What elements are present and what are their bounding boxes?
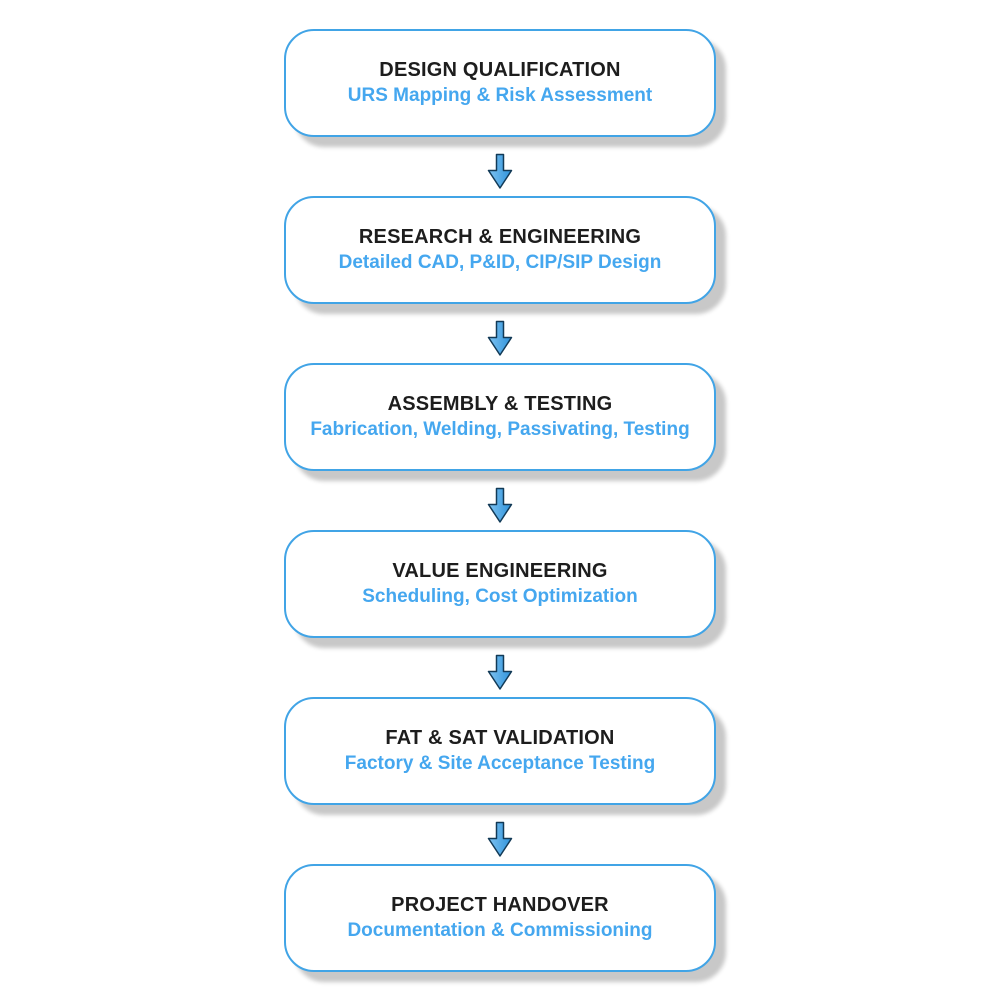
down-arrow-icon: [487, 654, 513, 691]
down-arrow-icon: [487, 487, 513, 524]
flow-step-fat-sat-validation: FAT & SAT VALIDATION Factory & Site Acce…: [284, 697, 716, 805]
step-subtitle: Factory & Site Acceptance Testing: [344, 753, 656, 774]
step-title: FAT & SAT VALIDATION: [385, 727, 615, 749]
step-subtitle: Documentation & Commissioning: [347, 920, 653, 941]
down-arrow-icon: [487, 153, 513, 190]
flow-step-design-qualification: DESIGN QUALIFICATION URS Mapping & Risk …: [284, 29, 716, 137]
down-arrow-icon: [487, 320, 513, 357]
flow-step-assembly-testing: ASSEMBLY & TESTING Fabrication, Welding,…: [284, 363, 716, 471]
flow-step-value-engineering: VALUE ENGINEERING Scheduling, Cost Optim…: [284, 530, 716, 638]
step-subtitle: URS Mapping & Risk Assessment: [347, 85, 653, 106]
step-subtitle: Detailed CAD, P&ID, CIP/SIP Design: [338, 252, 662, 273]
step-title: DESIGN QUALIFICATION: [379, 59, 621, 81]
step-subtitle: Fabrication, Welding, Passivating, Testi…: [310, 419, 690, 440]
step-subtitle: Scheduling, Cost Optimization: [362, 586, 638, 607]
flow-step-project-handover: PROJECT HANDOVER Documentation & Commiss…: [284, 864, 716, 972]
flow-step-research-engineering: RESEARCH & ENGINEERING Detailed CAD, P&I…: [284, 196, 716, 304]
step-title: PROJECT HANDOVER: [391, 894, 609, 916]
step-title: RESEARCH & ENGINEERING: [358, 226, 642, 248]
step-title: ASSEMBLY & TESTING: [387, 393, 613, 415]
step-title: VALUE ENGINEERING: [392, 560, 608, 582]
down-arrow-icon: [487, 821, 513, 858]
